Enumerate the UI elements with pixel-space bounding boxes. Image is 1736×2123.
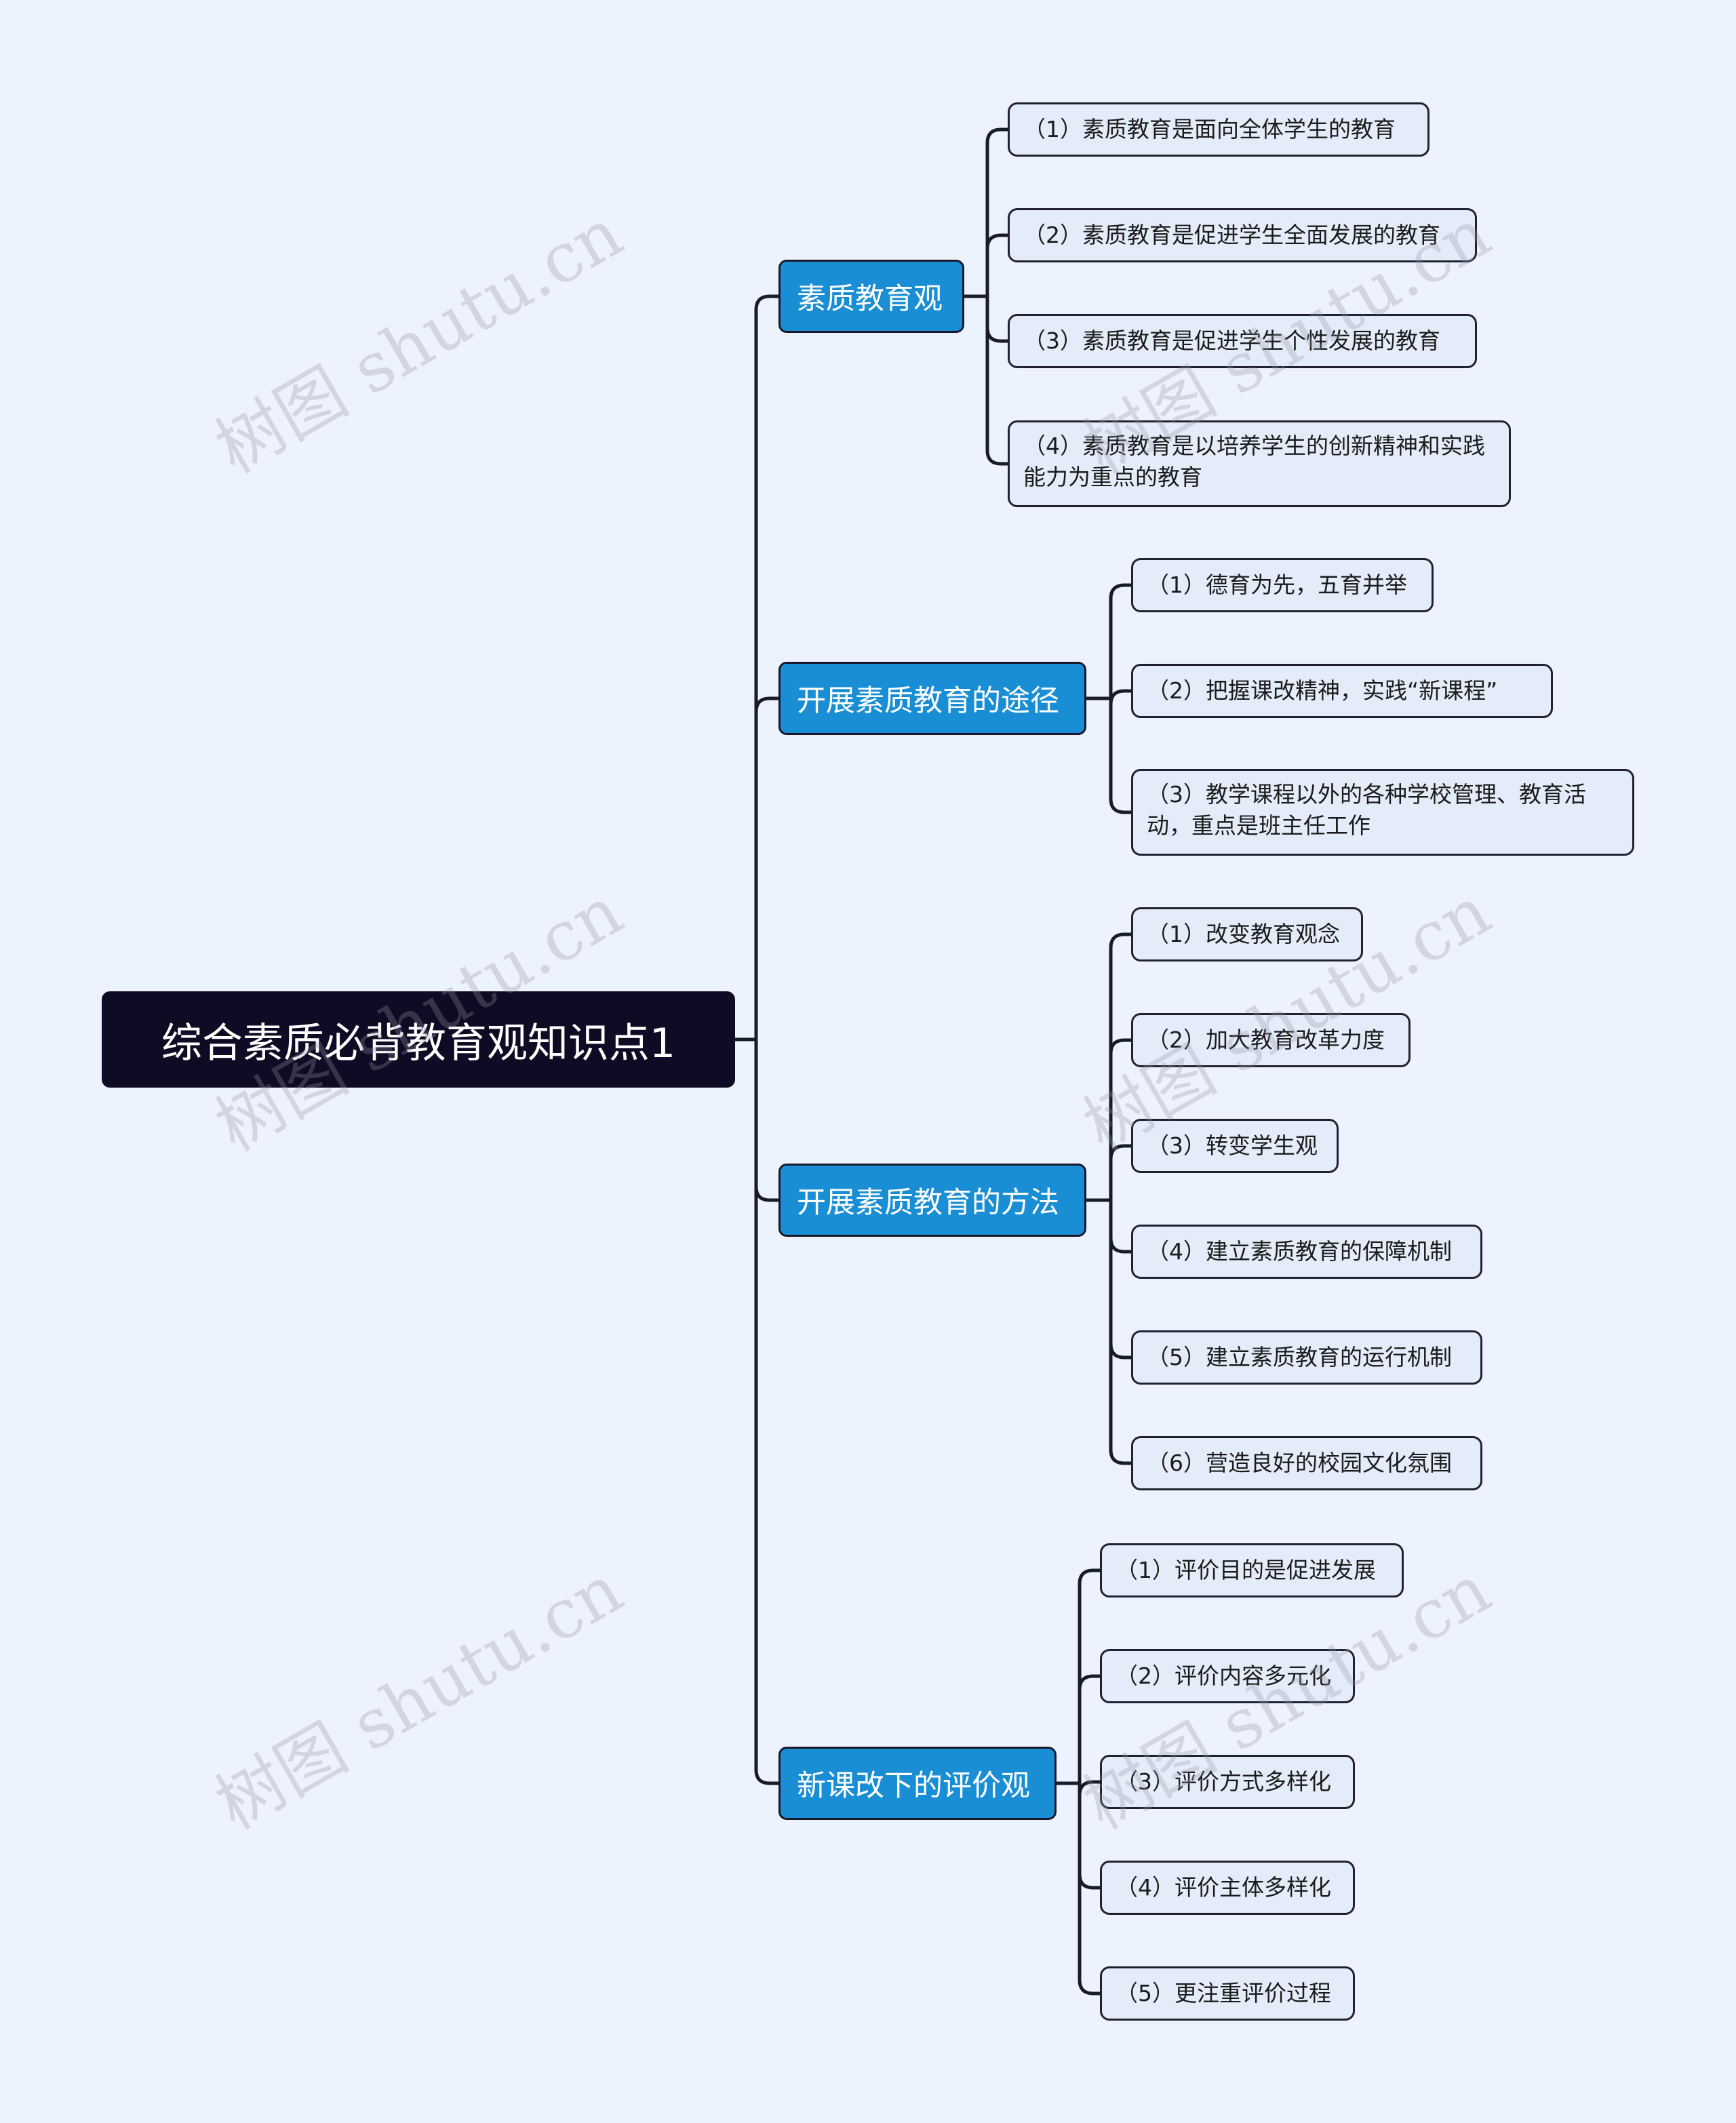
leaf-topic[interactable]: （2）素质教育是促进学生全面发展的教育 (1008, 208, 1477, 262)
leaf-topic[interactable]: （3）转变学生观 (1131, 1119, 1339, 1173)
connector-line (1109, 696, 1133, 814)
connector-line (1109, 689, 1133, 705)
leaf-topic[interactable]: （3）评价方式多样化 (1100, 1755, 1355, 1809)
leaf-label: （3）评价方式多样化 (1116, 1768, 1331, 1795)
branch-topic-quality-education-view[interactable]: 素质教育观 (778, 260, 964, 333)
connector-line (1109, 1144, 1133, 1202)
branch-label: 开展素质教育的途径 (797, 684, 1059, 718)
leaf-label: （3）素质教育是促进学生个性发展的教育 (1023, 328, 1440, 354)
connector-line (985, 127, 1010, 298)
leaf-label: （2）评价内容多元化 (1116, 1663, 1331, 1689)
leaf-topic[interactable]: （4）素质教育是以培养学生的创新精神和实践能力为重点的教育 (1008, 420, 1511, 507)
connector-line (1078, 1780, 1102, 1796)
connector-line (1078, 1568, 1102, 1785)
leaf-label: （2）加大教育改革力度 (1147, 1027, 1385, 1053)
connector-line (754, 1037, 781, 1785)
connector-line (1109, 1038, 1133, 1202)
leaf-topic[interactable]: （6）营造良好的校园文化氛围 (1131, 1436, 1482, 1490)
connector-line (1078, 1781, 1102, 1996)
leaf-label: （2）把握课改精神，实践“新课程” (1147, 677, 1498, 704)
connector-line (754, 294, 781, 1041)
connector-line (985, 233, 1010, 298)
leaf-topic[interactable]: （5）更注重评价过程 (1100, 1966, 1355, 2021)
leaf-topic[interactable]: （1）改变教育观念 (1131, 907, 1363, 961)
leaf-label: （2）素质教育是促进学生全面发展的教育 (1023, 222, 1440, 248)
leaf-topic[interactable]: （1）评价目的是促进发展 (1100, 1543, 1404, 1598)
leaf-topic[interactable]: （3）教学课程以外的各种学校管理、教育活动，重点是班主任工作 (1131, 769, 1634, 856)
leaf-topic[interactable]: （2）把握课改精神，实践“新课程” (1131, 664, 1553, 718)
connector-line (1109, 1198, 1133, 1360)
leaf-topic[interactable]: （4）建立素质教育的保障机制 (1131, 1225, 1482, 1279)
leaf-label: （4）建立素质教育的保障机制 (1147, 1238, 1452, 1265)
connector-line (1078, 1781, 1102, 1890)
connector-line (1109, 583, 1133, 700)
leaf-label: （3）教学课程以外的各种学校管理、教育活动，重点是班主任工作 (1147, 781, 1586, 839)
leaf-topic[interactable]: （1）德育为先，五育并举 (1131, 558, 1434, 612)
connector-line (1109, 1198, 1133, 1254)
leaf-label: （1）改变教育观念 (1147, 921, 1340, 947)
leaf-label: （1）素质教育是面向全体学生的教育 (1023, 116, 1396, 142)
leaf-label: （3）转变学生观 (1147, 1132, 1318, 1159)
connector-line (1109, 1198, 1133, 1465)
connector-line (985, 294, 1010, 466)
connector-line (985, 294, 1010, 343)
connector-line (1078, 1674, 1102, 1785)
leaf-topic[interactable]: （2）加大教育改革力度 (1131, 1013, 1410, 1067)
leaf-label: （1）评价目的是促进发展 (1116, 1557, 1376, 1583)
leaf-label: （5）建立素质教育的运行机制 (1147, 1344, 1452, 1370)
leaf-topic[interactable]: （2）评价内容多元化 (1100, 1649, 1355, 1703)
branch-topic-implementation-paths[interactable]: 开展素质教育的途径 (778, 662, 1086, 735)
leaf-label: （5）更注重评价过程 (1116, 1980, 1331, 2006)
leaf-topic[interactable]: （3）素质教育是促进学生个性发展的教育 (1008, 314, 1477, 368)
leaf-label: （6）营造良好的校园文化氛围 (1147, 1450, 1452, 1476)
root-topic[interactable]: 综合素质必背教育观知识点1 (102, 991, 735, 1088)
leaf-label: （4）评价主体多样化 (1116, 1874, 1331, 1901)
leaf-label: （1）德育为先，五育并举 (1147, 572, 1407, 598)
connector-line (754, 1037, 781, 1202)
connector-line (754, 696, 781, 1041)
leaf-label: （4）素质教育是以培养学生的创新精神和实践能力为重点的教育 (1023, 433, 1485, 490)
leaf-topic[interactable]: （4）评价主体多样化 (1100, 1861, 1355, 1915)
branch-label: 开展素质教育的方法 (797, 1186, 1059, 1220)
connector-line (1109, 932, 1133, 1202)
leaf-topic[interactable]: （1）素质教育是面向全体学生的教育 (1008, 102, 1429, 157)
branch-label: 新课改下的评价观 (797, 1769, 1030, 1803)
branch-label: 素质教育观 (797, 282, 943, 316)
root-topic-label: 综合素质必背教育观知识点1 (161, 1019, 676, 1067)
leaf-topic[interactable]: （5）建立素质教育的运行机制 (1131, 1330, 1482, 1385)
branch-topic-evaluation-view[interactable]: 新课改下的评价观 (778, 1747, 1057, 1820)
branch-topic-implementation-methods[interactable]: 开展素质教育的方法 (778, 1164, 1086, 1237)
